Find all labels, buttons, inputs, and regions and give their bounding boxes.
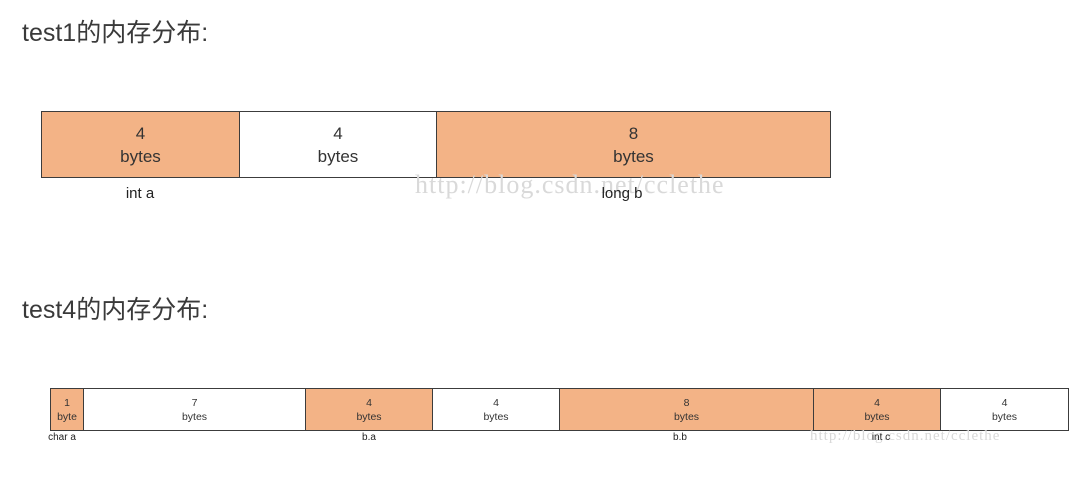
test4-heading: test4的内存分布: <box>22 296 209 324</box>
label-int-a: int a <box>125 185 155 202</box>
label-int-c: int c <box>871 432 891 443</box>
cell-size: 7 <box>191 396 198 409</box>
test1-cell-padding: 4 bytes <box>240 112 437 177</box>
cell-unit: bytes <box>864 410 890 423</box>
label-b-a: b.a <box>362 432 376 443</box>
cell-unit: bytes <box>356 410 382 423</box>
test1-memory-layout: 4 bytes 4 bytes 8 bytes <box>41 111 831 178</box>
label-long-b: long b <box>601 185 643 202</box>
cell-unit: bytes <box>991 410 1018 423</box>
cell-unit: byte <box>57 410 77 423</box>
test4-memory-layout: 1 byte 7 bytes 4 bytes 4 bytes 8 bytes 4… <box>50 388 1069 431</box>
test4-cell-padding-4: 4 bytes <box>433 389 560 430</box>
cell-unit: bytes <box>613 146 654 166</box>
cell-size: 4 <box>366 396 372 409</box>
cell-size: 8 <box>683 396 690 409</box>
cell-size: 4 <box>1001 396 1008 409</box>
cell-size: 4 <box>874 396 880 409</box>
cell-unit: bytes <box>120 146 161 166</box>
test4-cell-char-a: 1 byte <box>51 389 84 430</box>
cell-unit: bytes <box>317 146 359 166</box>
watermark: http://blog.csdn.net/cclethe <box>415 170 725 199</box>
test1-cell-int-a: 4 bytes <box>42 112 240 177</box>
test4-cell-int-c: 4 bytes <box>814 389 941 430</box>
test4-cell-b-b: 8 bytes <box>560 389 814 430</box>
test1-cell-long-b: 8 bytes <box>437 112 831 177</box>
cell-size: 4 <box>333 123 343 143</box>
cell-unit: bytes <box>673 410 700 423</box>
cell-unit: bytes <box>181 410 208 423</box>
cell-size: 8 <box>628 123 639 143</box>
cell-size: 4 <box>493 396 499 409</box>
cell-unit: bytes <box>483 410 509 423</box>
label-char-a: char a <box>48 432 76 443</box>
cell-size: 1 <box>64 396 70 409</box>
test4-cell-b-a: 4 bytes <box>306 389 433 430</box>
test4-cell-padding-end: 4 bytes <box>941 389 1069 430</box>
test4-cell-padding-7: 7 bytes <box>84 389 306 430</box>
test1-heading: test1的内存分布: <box>22 19 209 47</box>
cell-size: 4 <box>135 123 146 143</box>
label-b-b: b.b <box>673 432 687 443</box>
watermark-small: http://blog.csdn.net/cclethe <box>810 428 1001 444</box>
